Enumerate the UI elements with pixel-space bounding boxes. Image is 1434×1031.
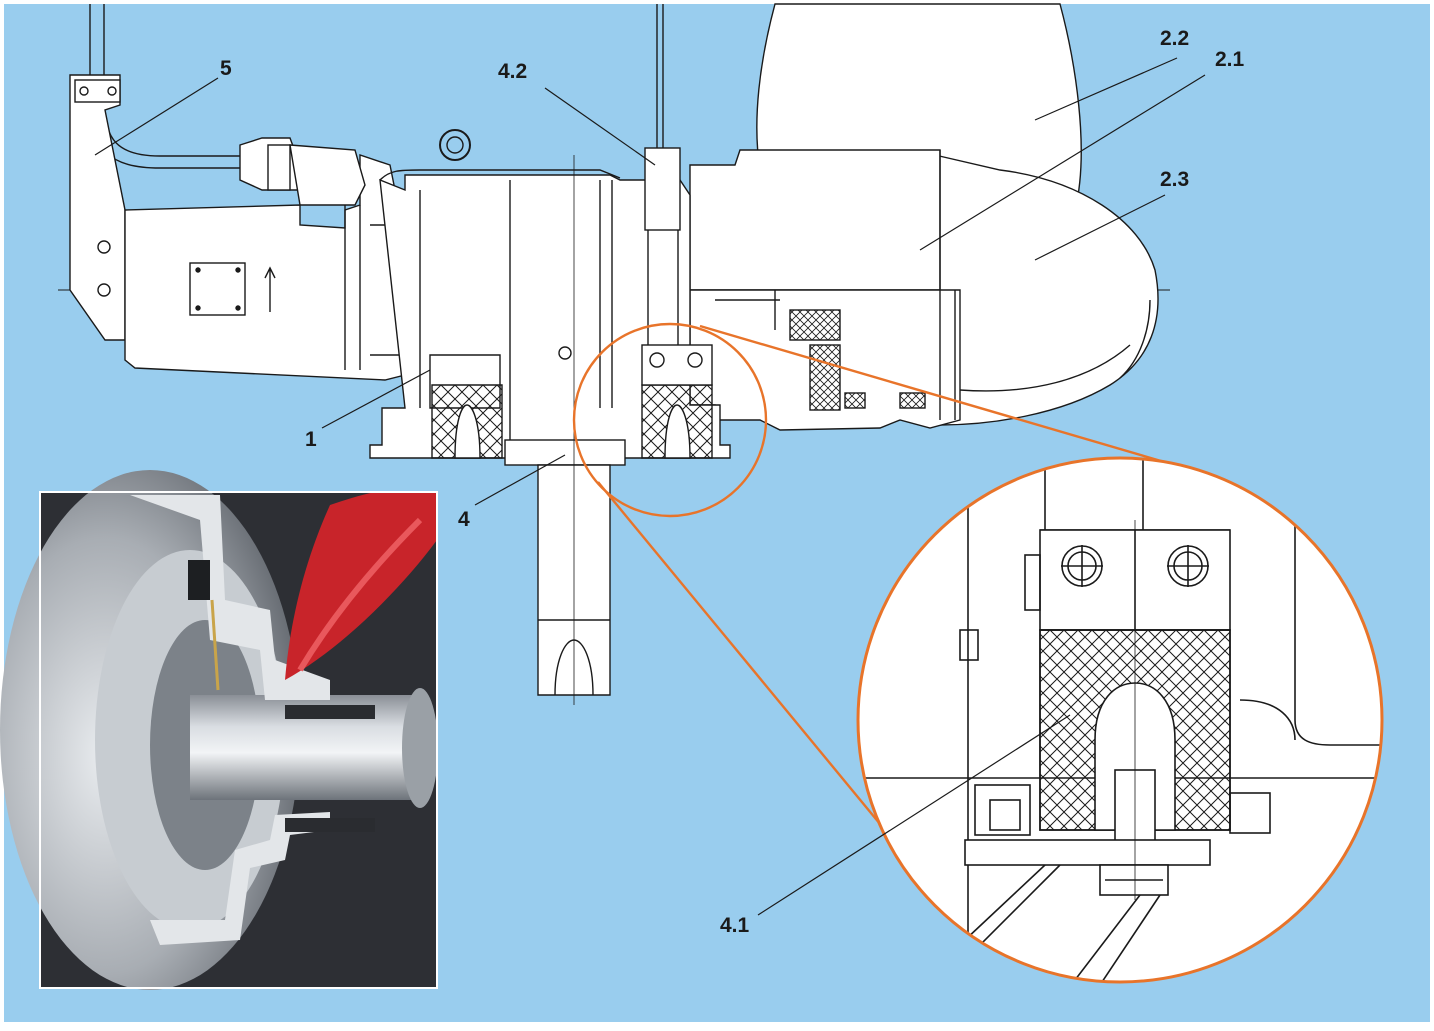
leader-lines <box>94 57 1206 916</box>
mixer-drawing <box>58 3 1170 705</box>
motor-terminal-box <box>289 144 366 206</box>
label-2-3: 2.3 <box>1160 168 1189 191</box>
label-2-2: 2.2 <box>1160 27 1189 50</box>
detail-callout <box>572 322 1186 831</box>
label-1: 1 <box>305 428 317 451</box>
detail-circle-large <box>856 456 1384 984</box>
cutaway-photo <box>0 470 438 990</box>
label-4: 4 <box>458 508 470 531</box>
motor-body <box>124 154 406 381</box>
base-plate-zoom <box>964 839 1211 866</box>
zoom-detail <box>856 456 1384 984</box>
callout-line-upper <box>699 324 1186 470</box>
lifting-eye <box>439 129 471 161</box>
label-2-1: 2.1 <box>1215 48 1245 71</box>
propeller-blade-lower <box>959 299 1151 392</box>
photo-frame <box>39 491 438 989</box>
detail-circle-small <box>572 322 768 518</box>
label-4-2: 4.2 <box>498 60 527 83</box>
base-plate-4 <box>504 439 626 466</box>
gearbox-housing-2-1 <box>689 149 941 291</box>
guide-bracket-4-2 <box>644 147 681 231</box>
label-5: 5 <box>220 57 232 80</box>
rotation-arrow-icon <box>264 266 276 312</box>
callout-line-lower <box>597 481 886 831</box>
label-4-1: 4.1 <box>720 914 750 937</box>
